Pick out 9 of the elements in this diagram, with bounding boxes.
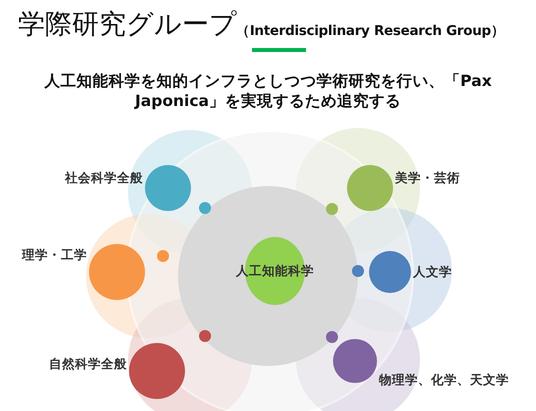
discipline-label: 美学・芸術 xyxy=(395,170,460,187)
discipline-label: 理学・工学 xyxy=(22,247,87,264)
discipline-label: 社会科学全般 xyxy=(65,170,143,187)
discipline-label: 物理学、化学、天文学 xyxy=(379,372,509,389)
title: 学際研究グループ xyxy=(18,8,237,42)
lead-text: 人工知能科学を知的インフラとしつつ学術研究を行い、「Pax Japonica」を実現するため追究する xyxy=(43,71,493,111)
discipline-label: 自然科学全般 xyxy=(49,356,127,373)
subtitle: （Interdisciplinary Research Group） xyxy=(236,23,505,40)
discipline-label: 人文学 xyxy=(413,264,452,281)
